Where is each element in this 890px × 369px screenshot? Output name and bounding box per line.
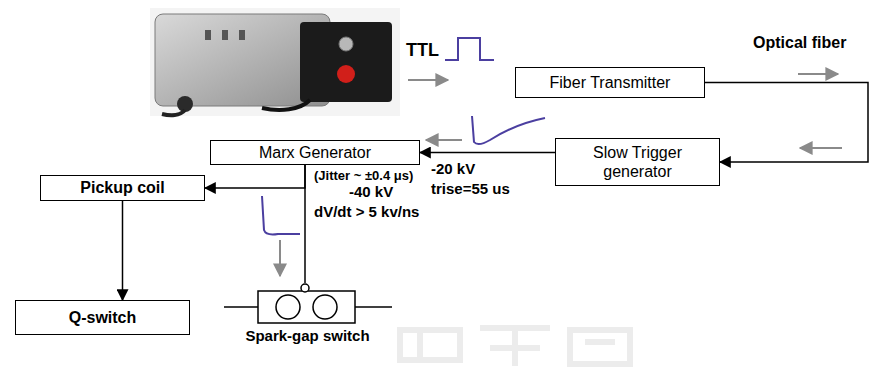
- connector: [420, 152, 555, 154]
- fast-pulse: [262, 196, 300, 235]
- direction-arrow: [798, 73, 838, 75]
- electrode: [313, 295, 337, 319]
- connector: [304, 165, 306, 283]
- spark-gap-symbol: [240, 283, 375, 325]
- node-label: Marx Generator: [259, 144, 371, 162]
- direction-arrow: [408, 79, 448, 81]
- direction-arrow: [279, 240, 281, 276]
- node-label: Pickup coil: [80, 179, 164, 197]
- signal-label: -20 kV: [430, 160, 476, 177]
- process-box: Pickup coil: [40, 175, 205, 201]
- signal-label: dV/dt > 5 kv/ns: [313, 203, 420, 220]
- process-box: Marx Generator: [210, 140, 420, 165]
- signal-label: TTL: [405, 40, 440, 61]
- trigger-electrode: [301, 284, 309, 292]
- process-box: Slow Trigger generator: [555, 138, 720, 186]
- trigger-pulse: [472, 116, 545, 144]
- node-label: Q-switch: [69, 309, 137, 327]
- node-label: Fiber Transmitter: [550, 74, 671, 92]
- connector: [122, 201, 124, 300]
- wire: [224, 306, 258, 308]
- connector: [705, 83, 868, 163]
- electrode: [276, 295, 300, 319]
- direction-arrow: [426, 139, 462, 141]
- wire: [355, 306, 392, 308]
- signal-label: -40 kV: [348, 183, 394, 200]
- switch-housing: [258, 291, 355, 323]
- process-box: Fiber Transmitter: [515, 67, 705, 98]
- signal-label: (Jitter ~ ±0.4 μs): [313, 168, 415, 183]
- ttl-pulse: [445, 38, 494, 60]
- node-label: Slow Trigger generator: [564, 143, 711, 181]
- spark-gap-switch: Spark-gap switch: [240, 283, 375, 347]
- device-photo: [150, 8, 400, 116]
- watermark-shape: [400, 328, 630, 366]
- direction-arrow: [800, 147, 842, 149]
- node-label: Spark-gap switch: [240, 327, 375, 344]
- signal-label: trise=55 us: [430, 180, 511, 197]
- process-box: Q-switch: [15, 300, 190, 335]
- connector-label: Optical fiber: [752, 34, 847, 52]
- connector: [205, 165, 305, 188]
